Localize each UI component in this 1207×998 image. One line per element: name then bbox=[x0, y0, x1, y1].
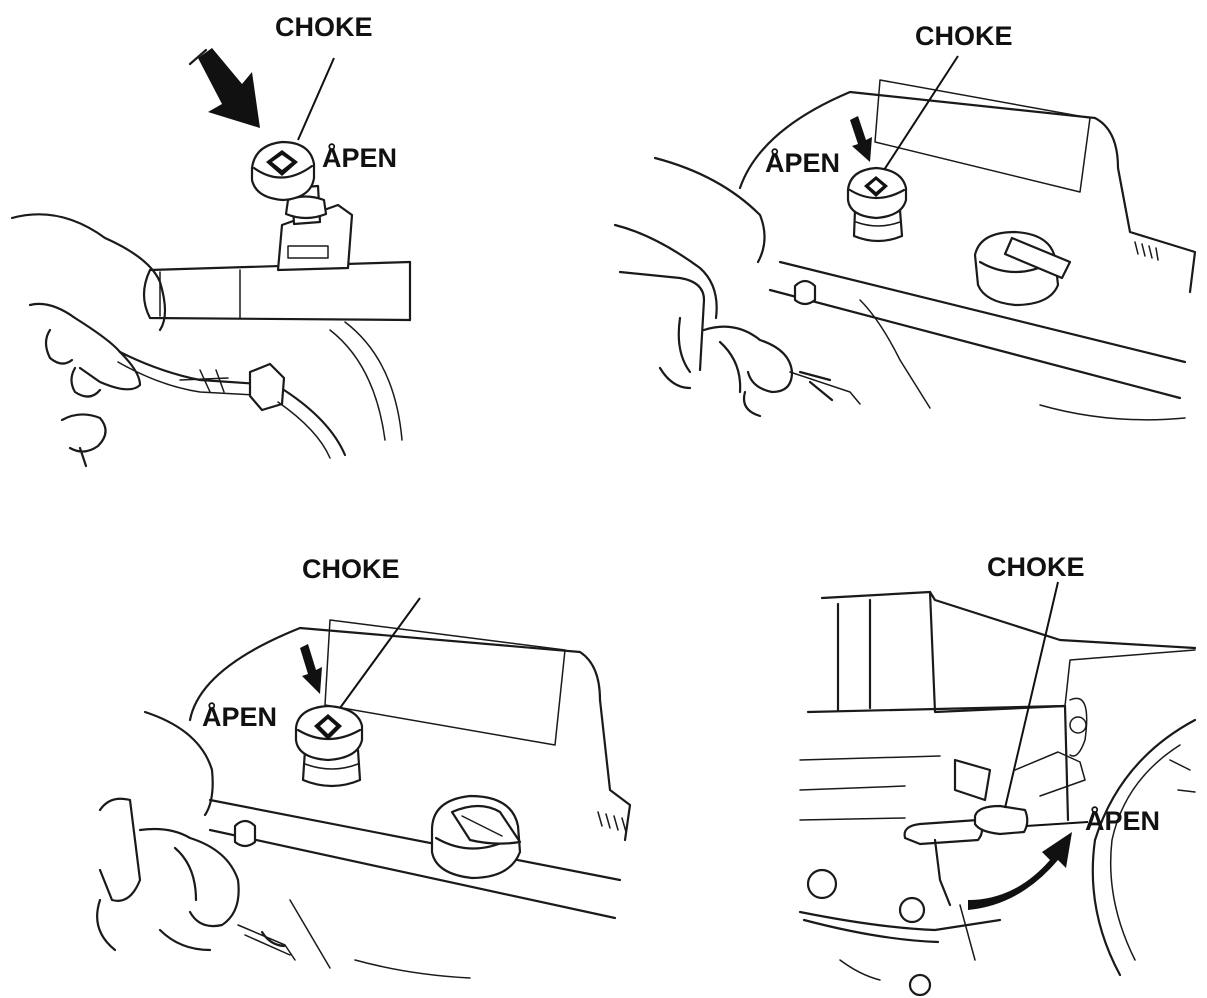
panel-4-lever-choke: CHOKE ÅPEN bbox=[798, 552, 1197, 997]
choke-lever bbox=[903, 804, 1029, 907]
panel-1-handlebar-choke: CHOKE ÅPEN bbox=[10, 12, 412, 468]
hand-illustration bbox=[613, 156, 794, 418]
engine-body bbox=[820, 590, 1067, 714]
engine-cover bbox=[738, 90, 1197, 294]
panel-1-choke-label: CHOKE bbox=[275, 12, 373, 42]
panel-1-open-label: ÅPEN bbox=[322, 142, 397, 173]
push-arrow-small bbox=[300, 644, 322, 694]
panel-4-choke-label: CHOKE bbox=[987, 552, 1085, 582]
panel-2-open-label: ÅPEN bbox=[765, 147, 840, 178]
oil-fill-cap bbox=[973, 230, 1072, 307]
choke-bracket bbox=[953, 758, 992, 802]
choke-knob bbox=[294, 704, 364, 762]
hand-illustration bbox=[96, 710, 240, 952]
panel-2-choke-label: CHOKE bbox=[915, 21, 1013, 51]
oil-fill-cap bbox=[430, 794, 522, 880]
push-arrow-large bbox=[198, 48, 260, 128]
choke-leader-line bbox=[1004, 581, 1059, 809]
panel-4-open-label: ÅPEN bbox=[1085, 805, 1160, 836]
choke-leader-line bbox=[297, 57, 335, 141]
panel-3-open-label: ÅPEN bbox=[202, 701, 277, 732]
handlebar-tube bbox=[142, 260, 412, 322]
panel-3-choke-label: CHOKE bbox=[302, 554, 400, 584]
panel-3-engine-choke: CHOKE ÅPEN bbox=[96, 554, 632, 979]
choke-knob bbox=[846, 166, 908, 220]
movement-arrow-curved bbox=[968, 832, 1072, 910]
panel-2-engine-choke: CHOKE ÅPEN bbox=[613, 21, 1197, 421]
open-leader-line bbox=[1025, 821, 1089, 827]
push-arrow-small bbox=[850, 116, 872, 162]
choke-leader-line bbox=[883, 55, 959, 171]
hand-illustration bbox=[10, 213, 167, 468]
choke-knob bbox=[250, 140, 316, 202]
engine-cover bbox=[188, 626, 632, 842]
choke-leader-line bbox=[339, 597, 421, 709]
